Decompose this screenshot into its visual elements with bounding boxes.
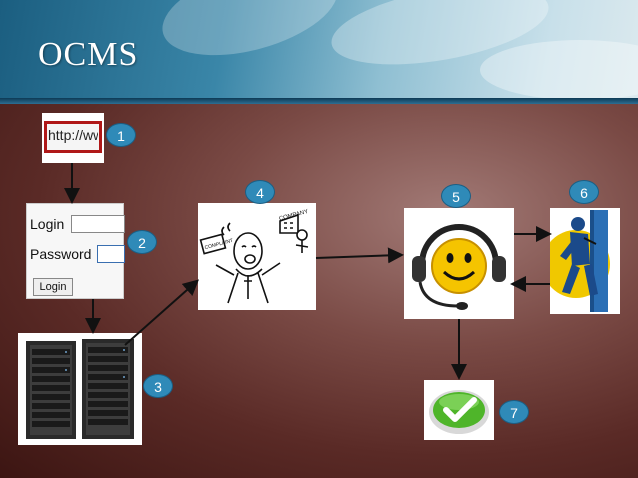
login-button: Login <box>33 278 73 296</box>
slide-title: OCMS <box>38 36 139 73</box>
header-banner <box>0 0 638 100</box>
step-badge-1: 1 <box>106 123 136 147</box>
customer-complaint-icon: COMPLAINT COMPANY <box>199 209 309 304</box>
arrow-3-to-4 <box>124 279 199 346</box>
header-divider <box>0 98 638 104</box>
password-label: Password <box>30 246 92 262</box>
complaint-cartoon-image: COMPLAINT COMPANY <box>198 203 316 310</box>
server-rack-icon <box>26 339 134 439</box>
header-decor <box>480 40 638 100</box>
url-text: http://www. <box>48 127 98 143</box>
login-form-image: Login Password Login <box>26 203 125 299</box>
login-label: Login <box>30 216 65 232</box>
lineman-icon <box>542 210 610 312</box>
password-field <box>97 245 125 263</box>
lineman-worker-image <box>542 208 620 314</box>
step-badge-3: 3 <box>143 374 173 398</box>
green-checkmark-icon <box>429 390 489 434</box>
arrow-4-to-5 <box>315 247 404 264</box>
step-badge-4: 4 <box>245 180 275 204</box>
step-badge-5: 5 <box>441 184 471 208</box>
step-badge-7: 7 <box>499 400 529 424</box>
browser-url-image: http://www. <box>42 113 104 163</box>
login-field <box>71 215 125 233</box>
resolved-check-image <box>424 380 494 440</box>
helpdesk-smiley-image <box>404 208 514 319</box>
url-frame <box>44 121 102 153</box>
step-badge-2: 2 <box>127 230 157 254</box>
step-badge-6: 6 <box>569 180 599 204</box>
headset-smiley-icon <box>412 224 506 310</box>
server-rack-image <box>18 333 142 445</box>
